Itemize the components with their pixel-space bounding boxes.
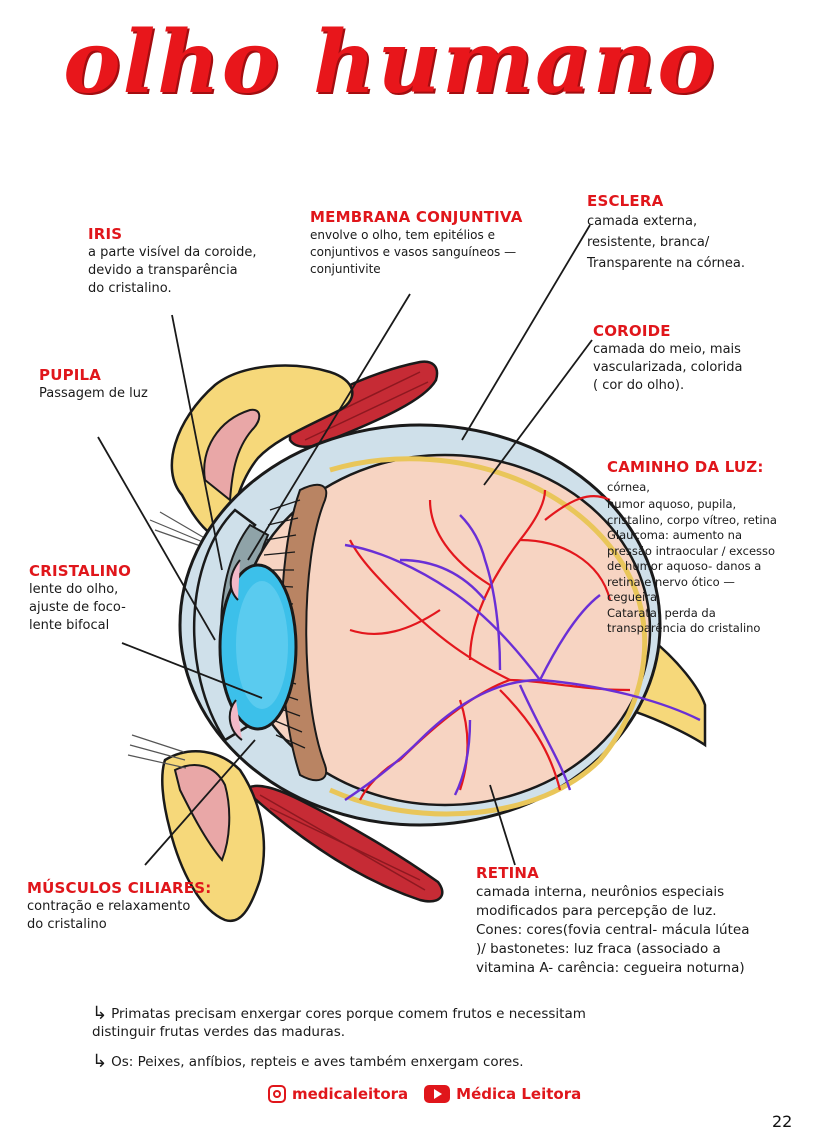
label-retina-heading: RETINA [476,864,539,882]
label-iris-body: a parte visível da coroide, devido a tra… [88,245,257,296]
label-pupila: PUPILA Passagem de luz [39,366,148,403]
label-cristalino: CRISTALINO lente do olho, ajuste de foco… [29,562,131,635]
label-iris: IRIS a parte visível da coroide, devido … [88,225,256,298]
label-coroide: COROIDE camada do meio, mais vasculariza… [593,322,742,395]
note-primatas: ↳Primatas precisam enxergar cores porque… [92,1005,652,1041]
note-outros-text: Os: Peixes, anfíbios, repteis e aves tam… [111,1054,524,1070]
label-caminho-da-luz: CAMINHO DA LUZ: córnea, humor aquoso, pu… [607,458,807,637]
veins [344,514,701,801]
instagram-handle[interactable]: medicaleitora [292,1085,409,1103]
curved-arrow-icon: ↳ [92,1003,108,1024]
curved-arrow-icon: ↳ [92,1051,108,1072]
label-musculos-body: contração e relaxamento do cristalino [27,899,191,932]
youtube-icon [424,1085,451,1103]
note-primatas-text: Primatas precisam enxergar cores porque … [92,1006,586,1040]
label-pupila-heading: PUPILA [39,366,102,384]
instagram-icon [268,1085,286,1103]
label-retina-body: camada interna, neurônios especiais modi… [476,884,750,976]
label-cristalino-heading: CRISTALINO [29,562,132,580]
arteries [349,489,631,801]
label-musculos-heading: MÚSCULOS CILIARES: [27,879,212,897]
footer-social: medicaleitora Médica Leitora [268,1085,581,1103]
label-musculos-ciliares: MÚSCULOS CILIARES: contração e relaxamen… [27,879,211,934]
label-iris-heading: IRIS [88,225,123,243]
label-esclera: ESCLERA camada externa, resistente, bran… [587,192,745,274]
note-outros-animais: ↳Os: Peixes, anfíbios, repteis e aves ta… [92,1053,652,1071]
page-title: olho humano [63,12,717,113]
label-esclera-body: camada externa, resistente, branca/ Tran… [587,214,745,271]
label-cristalino-body: lente do olho, ajuste de foco- lente bif… [29,582,126,633]
label-caminho-body: humor aquoso, pupila, cristalino, corpo … [607,497,777,635]
label-retina: RETINA camada interna, neurônios especia… [476,864,750,978]
label-pupila-body: Passagem de luz [39,386,148,401]
label-esclera-heading: ESCLERA [587,192,664,210]
youtube-channel[interactable]: Médica Leitora [456,1085,582,1103]
page-number: 22 [772,1112,793,1131]
label-caminho-heading: CAMINHO DA LUZ: [607,458,764,476]
label-coroide-body: camada do meio, mais vascularizada, colo… [593,342,743,393]
label-membrana: MEMBRANA CONJUNTIVA envolve o olho, tem … [310,208,523,278]
pointer-lines [97,224,593,866]
label-membrana-body: envolve o olho, tem epitélios e conjunti… [310,228,517,276]
label-caminho-inline: córnea, [607,480,650,494]
label-coroide-heading: COROIDE [593,322,671,340]
label-membrana-heading: MEMBRANA CONJUNTIVA [310,208,523,226]
